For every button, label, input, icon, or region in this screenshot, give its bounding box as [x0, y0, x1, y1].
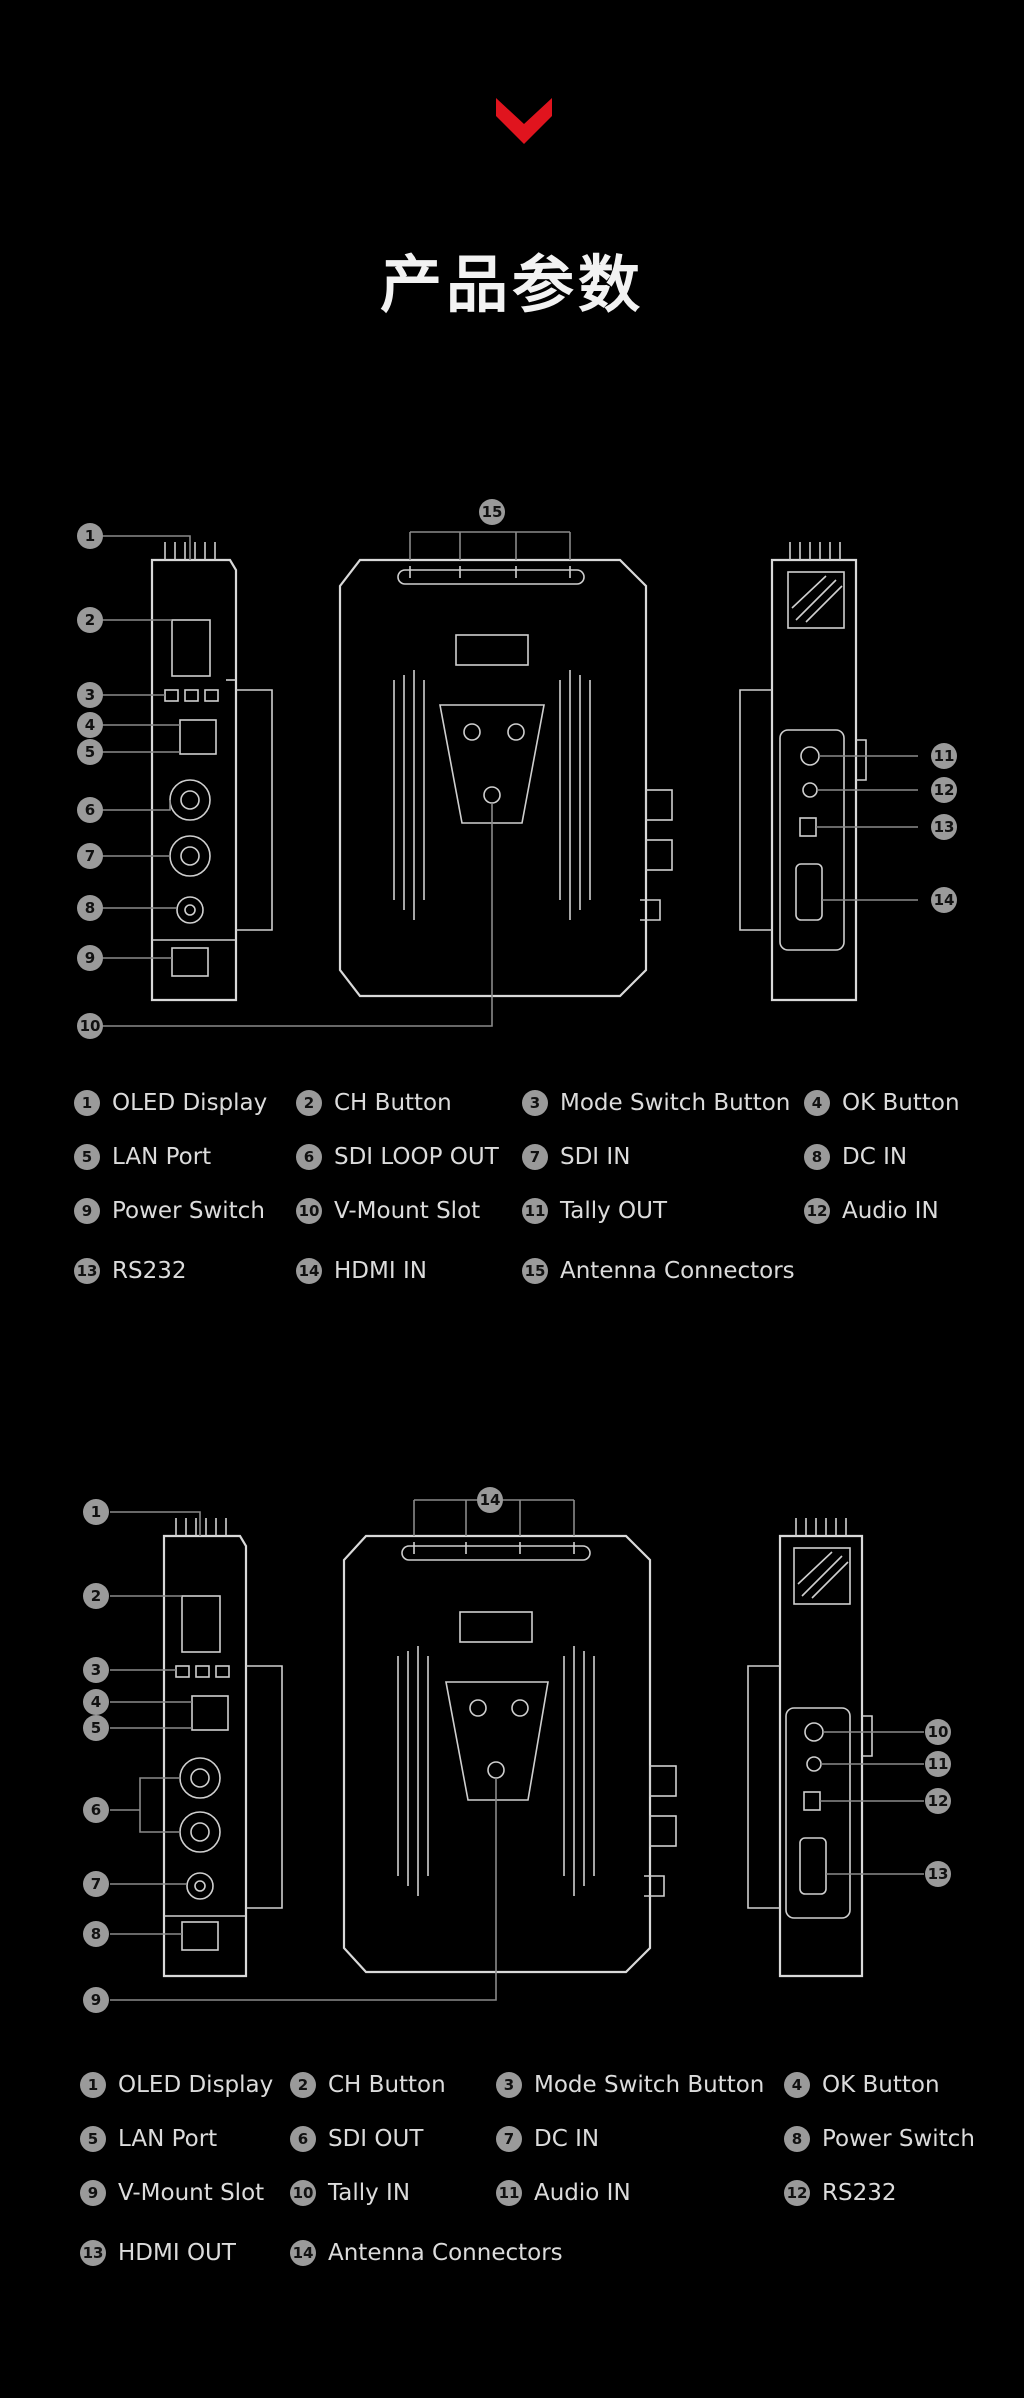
svg-text:12: 12 — [928, 1792, 949, 1810]
svg-text:8: 8 — [85, 899, 95, 917]
svg-text:5: 5 — [85, 743, 95, 761]
svg-text:7: 7 — [91, 1875, 101, 1893]
transmitter-side-view — [150, 542, 273, 1002]
callout-12: 12 — [925, 1788, 951, 1814]
svg-text:10: 10 — [80, 1017, 101, 1035]
callout-4: 4 — [83, 1689, 109, 1715]
callout-3: 3 — [77, 682, 103, 708]
callout-14: 14 — [477, 1487, 503, 1513]
svg-text:1: 1 — [85, 527, 95, 545]
svg-text:9: 9 — [85, 949, 95, 967]
callout-7: 7 — [83, 1871, 109, 1897]
callout-10: 10 — [77, 1013, 103, 1039]
receiver-back-view — [747, 1518, 873, 1978]
callout-8: 8 — [83, 1921, 109, 1947]
receiver-diagram: 1 2 3 4 5 6 7 8 9 10 11 12 13 14 — [0, 1476, 1024, 2036]
svg-text:11: 11 — [928, 1755, 949, 1773]
callout-11: 11 — [931, 743, 957, 769]
callout-2: 2 — [83, 1583, 109, 1609]
callout-13: 13 — [931, 814, 957, 840]
transmitter-back-view — [739, 542, 867, 1002]
svg-text:8: 8 — [91, 1925, 101, 1943]
svg-text:3: 3 — [91, 1661, 101, 1679]
callout-4: 4 — [77, 712, 103, 738]
svg-text:9: 9 — [91, 1991, 101, 2009]
callout-8: 8 — [77, 895, 103, 921]
svg-text:5: 5 — [91, 1719, 101, 1737]
callout-3: 3 — [83, 1657, 109, 1683]
callout-7: 7 — [77, 843, 103, 869]
svg-text:3: 3 — [85, 686, 95, 704]
svg-text:7: 7 — [85, 847, 95, 865]
callout-1: 1 — [77, 523, 103, 549]
callout-5: 5 — [83, 1715, 109, 1741]
svg-text:13: 13 — [928, 1865, 949, 1883]
callout-12: 12 — [931, 777, 957, 803]
svg-text:2: 2 — [85, 611, 95, 629]
receiver-front-view — [342, 1534, 677, 1974]
callout-2: 2 — [77, 607, 103, 633]
svg-text:4: 4 — [85, 716, 95, 734]
chevron-down-icon — [496, 98, 552, 144]
callout-14: 14 — [931, 887, 957, 913]
svg-text:4: 4 — [91, 1693, 101, 1711]
transmitter-front-view — [338, 558, 673, 998]
transmitter-diagram: 1 2 3 4 5 6 7 8 9 10 11 12 13 14 15 — [0, 480, 1024, 1050]
svg-text:14: 14 — [934, 891, 955, 909]
callout-6: 6 — [77, 797, 103, 823]
svg-text:13: 13 — [934, 818, 955, 836]
svg-text:6: 6 — [85, 801, 95, 819]
callout-10: 10 — [925, 1719, 951, 1745]
page-title: 产品参数 — [379, 248, 644, 321]
callout-9: 9 — [83, 1987, 109, 2013]
svg-text:12: 12 — [934, 781, 955, 799]
callout-9: 9 — [77, 945, 103, 971]
callout-5: 5 — [77, 739, 103, 765]
callout-11: 11 — [925, 1751, 951, 1777]
callout-6: 6 — [83, 1797, 109, 1823]
svg-text:15: 15 — [482, 503, 503, 521]
svg-text:11: 11 — [934, 747, 955, 765]
svg-text:1: 1 — [91, 1503, 101, 1521]
callout-1: 1 — [83, 1499, 109, 1525]
svg-text:2: 2 — [91, 1587, 101, 1605]
callout-13: 13 — [925, 1861, 951, 1887]
svg-text:10: 10 — [928, 1723, 949, 1741]
receiver-side-view — [162, 1518, 283, 1978]
callout-15: 15 — [479, 499, 505, 525]
svg-text:14: 14 — [480, 1491, 501, 1509]
svg-text:6: 6 — [91, 1801, 101, 1819]
